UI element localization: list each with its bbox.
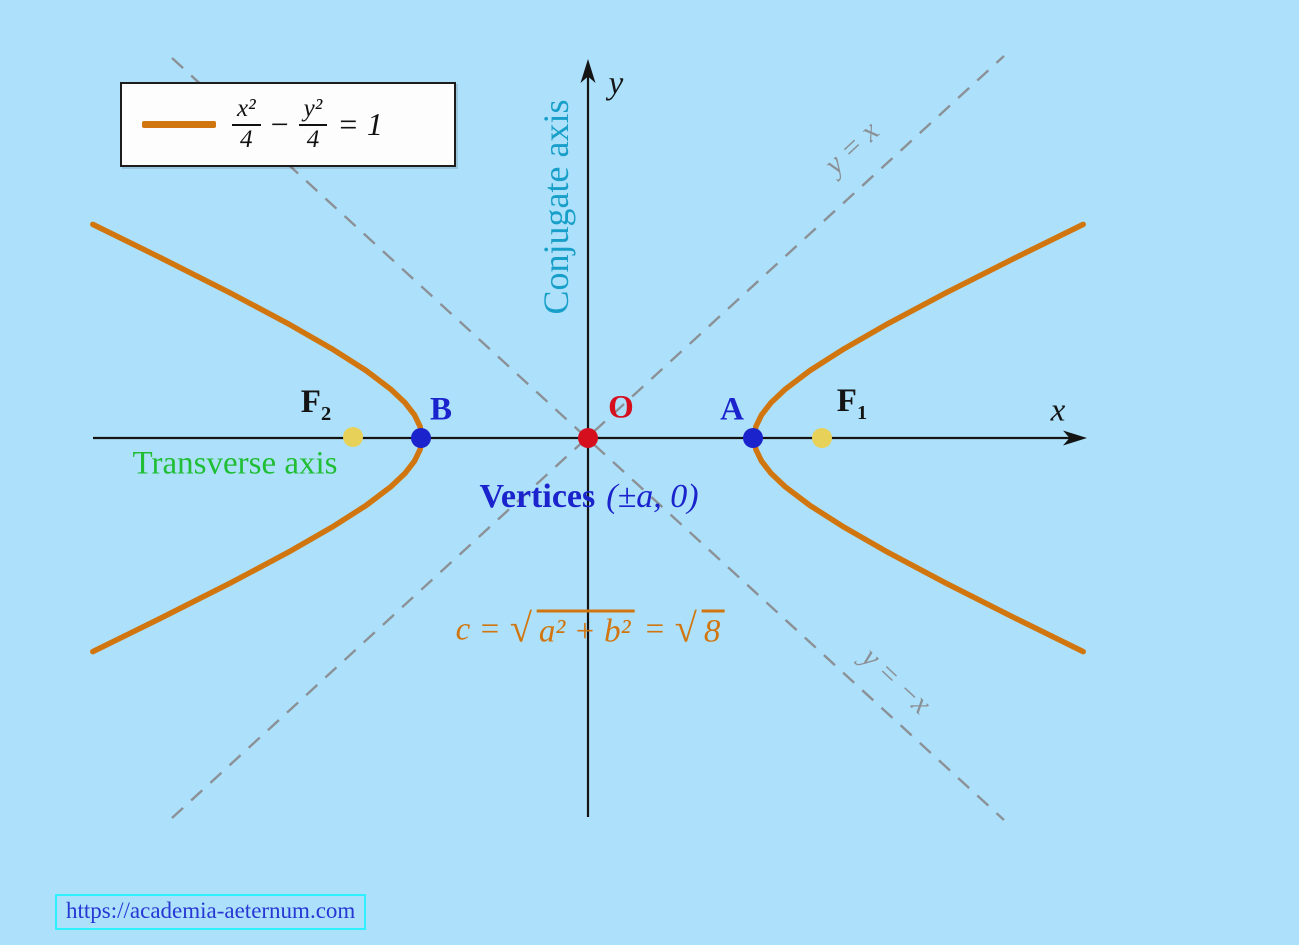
origin-label: O: [608, 389, 634, 426]
focus1-label: F1: [837, 383, 867, 425]
focus1-dot: [812, 428, 832, 448]
fraction-denominator: 4: [306, 125, 320, 153]
origin-dot: [578, 428, 598, 448]
sqrt-sign: √: [674, 605, 697, 651]
vertices-coordinates: (±a, 0): [606, 478, 699, 515]
legend-box: x² 4 − y² 4 = 1: [120, 82, 456, 167]
fraction-y-squared-over-4: y² 4: [298, 95, 328, 155]
focal-distance-formula: c = √ a² + b² = √ 8: [455, 605, 725, 654]
vertex-b-label: B: [429, 391, 453, 428]
conjugate-axis-label: Conjugate axis: [536, 99, 576, 315]
asymptote-y-equals-x-line: [171, 55, 1005, 819]
focus1-base: F: [836, 383, 857, 420]
fraction-numerator: x²: [232, 95, 261, 126]
focus2-label: F2: [301, 384, 331, 426]
vertex-b-dot: [411, 428, 431, 448]
focus2-base: F: [300, 384, 321, 421]
radicand-8: 8: [701, 609, 725, 651]
website-link[interactable]: https://academia-aeternum.com: [66, 898, 356, 923]
focus1-subscript: 1: [856, 401, 868, 424]
asymptote-y-equals-neg-x-line: [171, 57, 1005, 821]
fraction-numerator: y²: [298, 95, 328, 126]
x-axis-arrowhead: [1063, 430, 1087, 446]
focus2-dot: [343, 427, 363, 447]
sqrt-sign: √: [509, 605, 532, 651]
legend-curve-swatch: [142, 121, 216, 128]
vertex-a-label: A: [720, 391, 744, 428]
legend-equation: x² 4 − y² 4 = 1: [232, 95, 383, 155]
transverse-axis-label: Transverse axis: [132, 445, 338, 482]
y-axis-arrowhead: [580, 59, 596, 83]
minus-sign: −: [270, 106, 289, 142]
formula-equals: =: [643, 611, 666, 648]
fraction-denominator: 4: [240, 125, 253, 153]
focus2-subscript: 2: [320, 402, 332, 425]
radicand-a2-b2: a² + b²: [536, 609, 635, 651]
formula-lhs: c =: [455, 611, 501, 648]
equation-rhs: = 1: [337, 106, 383, 142]
y-axis-label: y: [608, 65, 624, 102]
website-link-box: https://academia-aeternum.com: [55, 894, 367, 930]
vertices-word: Vertices: [479, 478, 596, 515]
x-axis-label: x: [1050, 392, 1066, 429]
vertex-a-dot: [743, 428, 763, 448]
fraction-x-squared-over-4: x² 4: [232, 95, 261, 155]
vertices-annotation: Vertices (±a, 0): [479, 478, 698, 516]
